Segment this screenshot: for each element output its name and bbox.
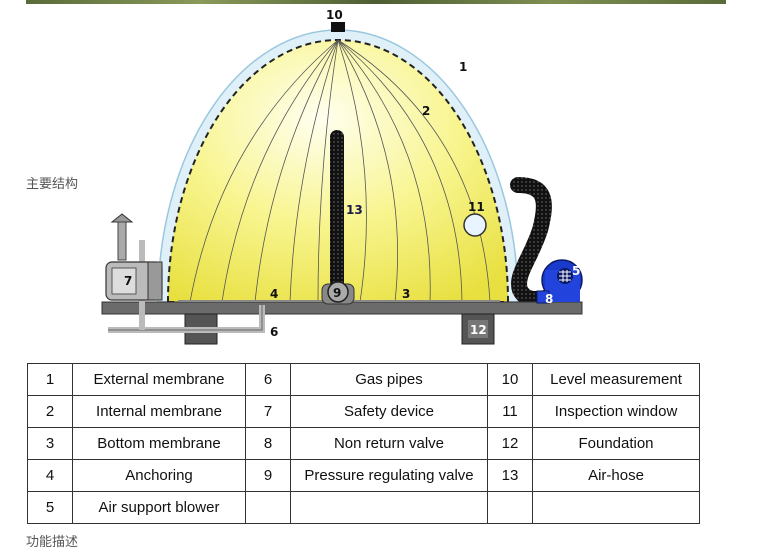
label-13: 13: [346, 203, 363, 217]
legend-label: Level measurement: [533, 364, 700, 396]
legend-label: Gas pipes: [291, 364, 488, 396]
legend-number: 6: [246, 364, 291, 396]
air-hose: [330, 130, 344, 290]
legend-number: 1: [28, 364, 73, 396]
legend-label: Air-hose: [533, 460, 700, 492]
label-6: 6: [270, 325, 278, 339]
label-8: 8: [545, 292, 553, 306]
label-2: 2: [422, 104, 430, 118]
label-9: 9: [333, 286, 341, 300]
legend-number: 10: [488, 364, 533, 396]
label-10: 10: [326, 8, 343, 22]
legend-number: 2: [28, 396, 73, 428]
legend-label: Non return valve: [291, 428, 488, 460]
legend-number: [246, 492, 291, 524]
legend-label: Bottom membrane: [73, 428, 246, 460]
inspection-window: [464, 214, 486, 236]
legend-number: [488, 492, 533, 524]
legend-number: 9: [246, 460, 291, 492]
gas-holder-diagram: 10 1 2 13 11 7 4 9 3 5 8 6 12: [0, 0, 757, 360]
blower-hose: [518, 185, 545, 299]
legend-label: Inspection window: [533, 396, 700, 428]
label-7: 7: [124, 274, 132, 288]
label-5: 5: [572, 264, 580, 278]
legend-label: Internal membrane: [73, 396, 246, 428]
legend-number: 8: [246, 428, 291, 460]
label-1: 1: [459, 60, 467, 74]
legend-number: 3: [28, 428, 73, 460]
legend-label: Foundation: [533, 428, 700, 460]
legend-label: Air support blower: [73, 492, 246, 524]
label-11: 11: [468, 200, 485, 214]
label-3: 3: [402, 287, 410, 301]
legend-number: 11: [488, 396, 533, 428]
legend-number: 5: [28, 492, 73, 524]
legend-label: Anchoring: [73, 460, 246, 492]
legend-label: External membrane: [73, 364, 246, 396]
legend-label: Pressure regulating valve: [291, 460, 488, 492]
legend-number: 13: [488, 460, 533, 492]
label-12: 12: [470, 323, 487, 337]
level-measurement: [331, 22, 345, 32]
label-4: 4: [270, 287, 278, 301]
safety-device: [106, 214, 162, 300]
legend-number: 12: [488, 428, 533, 460]
legend-label: [291, 492, 488, 524]
legend-label: Safety device: [291, 396, 488, 428]
legend-number: 4: [28, 460, 73, 492]
legend-label: [533, 492, 700, 524]
legend-number: 7: [246, 396, 291, 428]
